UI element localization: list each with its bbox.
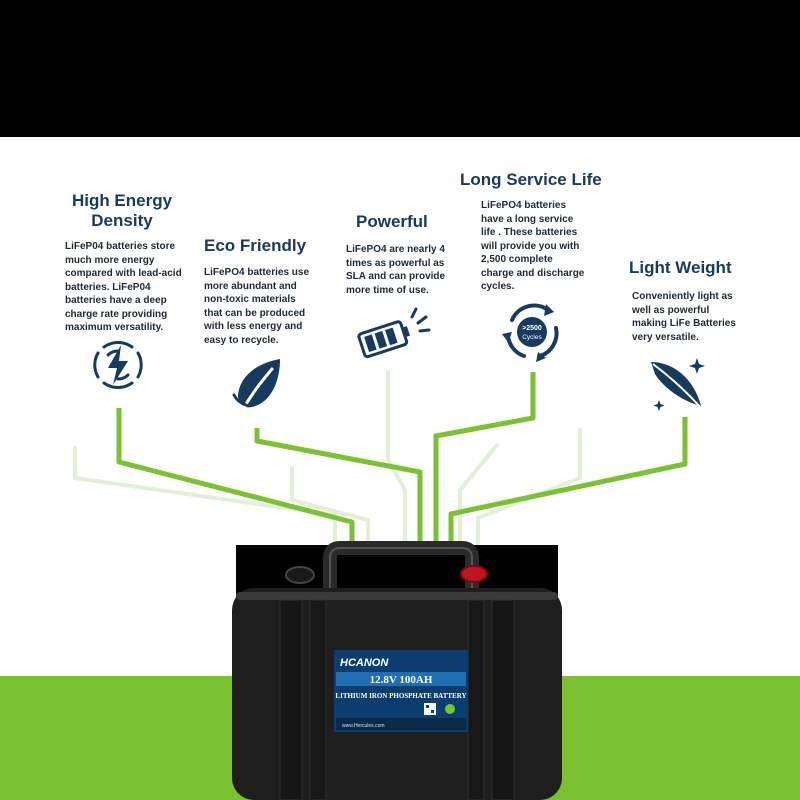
title-eco-friendly: Eco Friendly xyxy=(204,236,344,256)
title-line: Powerful xyxy=(356,212,428,231)
desc-line: batteries have a deep xyxy=(65,295,167,306)
desc-powerful: LiFePO4 are nearly 4 times as powerful a… xyxy=(346,243,466,297)
desc-line: very versatile. xyxy=(632,331,699,343)
desc-line: life . These batteries xyxy=(481,227,578,238)
lightning-circle-icon xyxy=(93,340,143,390)
desc-high-energy-density: LiFeP04 batteries store much more energy… xyxy=(65,240,215,335)
desc-line: have a long service xyxy=(481,213,574,225)
desc-eco-friendly: LiFePO4 batteries use more abundant and … xyxy=(204,266,339,347)
leaf-icon xyxy=(232,359,280,413)
case-rib-left-inner xyxy=(309,599,327,800)
desc-line: well as powerful xyxy=(632,304,710,316)
pale-line-4 xyxy=(458,443,499,550)
title-line: Light Weight xyxy=(629,258,732,277)
pale-connector-lines xyxy=(73,370,582,550)
case-rib-left-outer xyxy=(279,599,303,800)
negative-terminal xyxy=(285,566,315,584)
battery-spec: 12.8V 100AH xyxy=(370,674,433,686)
desc-line: LiFeP04 batteries store xyxy=(65,241,176,252)
desc-line: compared with lead-acid xyxy=(65,268,182,279)
desc-line: batteries. LiFeP04 xyxy=(65,281,151,293)
battery-charging-icon xyxy=(357,307,431,359)
battery-handle-highlight xyxy=(329,547,473,600)
desc-line: will provide you with xyxy=(481,240,580,252)
desc-line: SLA and can provide xyxy=(346,271,446,282)
battery-brand: HCANON xyxy=(340,657,389,669)
line-long-service xyxy=(433,372,536,548)
desc-line: charge and discharge xyxy=(481,267,585,279)
desc-line: LiFePO4 are nearly 4 xyxy=(346,244,445,255)
pale-line-2 xyxy=(290,466,370,550)
desc-line: easy to recycle. xyxy=(204,334,279,346)
desc-line: cycles. xyxy=(481,281,515,292)
case-rib-right-outer xyxy=(491,599,515,800)
desc-long-service-life: LiFePO4 batteries have a long service li… xyxy=(481,199,611,294)
line-eco-friendly xyxy=(254,428,423,548)
pale-line-3 xyxy=(386,370,407,550)
desc-line: times as powerful as xyxy=(346,257,445,269)
desc-line: with less energy and xyxy=(204,321,303,332)
title-long-service-life: Long Service Life xyxy=(460,170,640,190)
label-spec-band xyxy=(336,672,466,686)
title-line: Eco Friendly xyxy=(204,236,307,255)
battery-website: www.Hercules.com xyxy=(342,723,385,729)
title-light-weight: Light Weight xyxy=(629,258,769,278)
desc-line: more abundant and xyxy=(204,280,297,292)
desc-line: more time of use. xyxy=(346,284,429,296)
green-connector-lines xyxy=(116,372,688,548)
recycle-icon xyxy=(445,704,455,714)
battery-lid-edge xyxy=(236,592,558,600)
case-rib-right-inner xyxy=(467,599,485,800)
desc-line: LiFePO4 batteries use xyxy=(204,267,310,278)
desc-line: charge rate providing xyxy=(65,308,168,320)
feather-icon xyxy=(651,358,705,411)
desc-line: non-toxic materials xyxy=(204,294,296,305)
title-line: Long Service Life xyxy=(460,170,602,189)
qr-code xyxy=(424,703,436,715)
qr-code-mark xyxy=(426,705,429,708)
desc-line: Conveniently light as xyxy=(632,291,733,302)
title-powerful: Powerful xyxy=(356,212,476,232)
desc-line: making LiFe Batteries xyxy=(632,318,736,329)
desc-line: 2,500 complete xyxy=(481,254,553,265)
desc-line: maximum versatility. xyxy=(65,322,164,333)
top-black-band xyxy=(0,0,800,137)
label-footer-band xyxy=(336,718,466,730)
line-high-energy xyxy=(116,408,355,548)
cycles-count-text: >2500 xyxy=(522,325,542,332)
battery-type: LITHIUM IRON PHOSPHATE BATTERY xyxy=(335,692,466,700)
title-high-energy-density: High Energy Density xyxy=(62,191,182,231)
desc-line: LiFePO4 batteries xyxy=(481,200,567,211)
desc-line: much more energy xyxy=(65,254,155,266)
desc-line: that can be produced xyxy=(204,307,306,319)
title-line: Density xyxy=(91,211,153,230)
qr-code-mark xyxy=(431,710,434,713)
title-line: High Energy xyxy=(71,191,173,210)
pale-line-1 xyxy=(73,446,337,550)
line-light-weight xyxy=(448,417,688,548)
cycles-label-text: Cycles xyxy=(522,334,542,341)
positive-terminal xyxy=(460,565,488,583)
desc-light-weight: Conveniently light as well as powerful m… xyxy=(632,290,762,344)
cycle-arrows-icon: >2500 Cycles xyxy=(502,303,559,362)
